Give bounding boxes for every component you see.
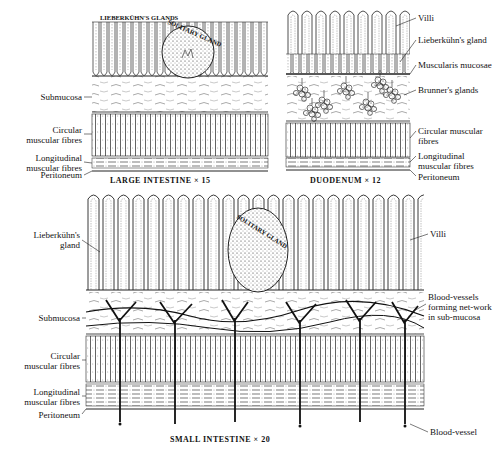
part-label: Peritoneum xyxy=(20,410,80,420)
part-label: Blood-vessels forming net-work in sub-mu… xyxy=(428,292,498,322)
part-label: Villi xyxy=(430,229,490,239)
part-label: Longitudinal muscular fibres xyxy=(418,151,494,171)
part-label: Submucosa xyxy=(22,92,82,102)
small-intestine-section xyxy=(86,192,424,428)
section-caption: LARGE INTESTINE × 15 xyxy=(110,176,211,186)
part-label: Villi xyxy=(418,13,494,23)
part-label: Lieberkühn's gland xyxy=(20,230,80,250)
large-intestine-section xyxy=(92,22,268,171)
part-label: Peritoneum xyxy=(418,172,494,182)
part-label: Circular muscular fibres xyxy=(20,351,80,371)
leader-lines xyxy=(82,18,428,432)
part-label: Submucosa xyxy=(20,313,80,323)
part-label: Lieberkühn's gland xyxy=(418,35,494,45)
part-label: Circular muscular fibres xyxy=(418,126,494,146)
section-caption: SMALL INTESTINE × 20 xyxy=(170,435,270,445)
part-label: Circular muscular fibres xyxy=(22,125,82,145)
part-label: Longitudinal muscular fibres xyxy=(20,387,80,407)
part-label: LIEBERKÜHN'S GLANDS xyxy=(100,13,178,23)
part-label: Brunner's glands xyxy=(418,85,494,95)
part-label: Blood-vessel xyxy=(430,427,498,437)
section-caption: DUODENUM × 12 xyxy=(310,176,381,186)
blood-vessels xyxy=(106,300,418,424)
part-label: Peritoneum xyxy=(22,170,82,180)
part-label: Muscularis mucosae xyxy=(418,60,494,70)
duodenum-section xyxy=(286,8,410,170)
